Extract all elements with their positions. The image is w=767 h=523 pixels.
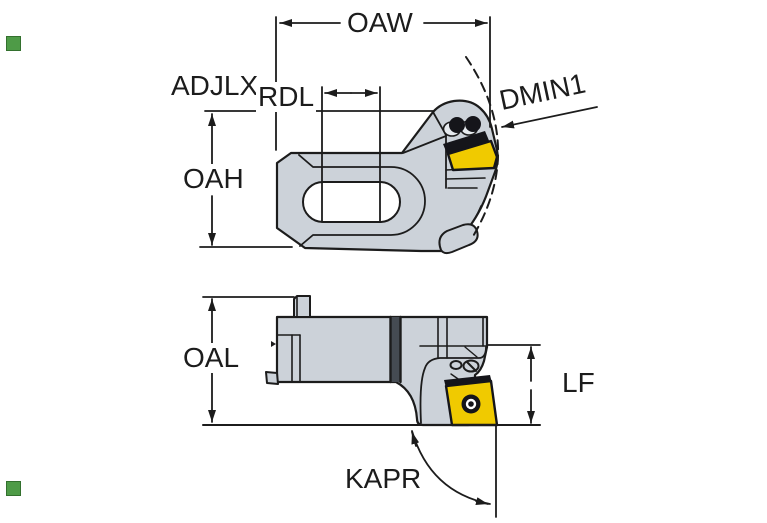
label-oah: OAH [181,163,246,194]
top-view-body [275,99,499,255]
label-oaw: OAW [347,7,413,38]
label-oal: OAL [181,342,242,373]
green-square-marker-top [6,36,21,51]
label-kapr: KAPR [343,463,424,494]
side-view-body [265,295,499,427]
green-square-marker-bottom [6,481,21,496]
label-lf: LF [562,367,595,398]
label-rdl: RDL [256,81,317,112]
dimension-lines [199,16,598,518]
label-adjlx: ADJLX [171,70,259,101]
